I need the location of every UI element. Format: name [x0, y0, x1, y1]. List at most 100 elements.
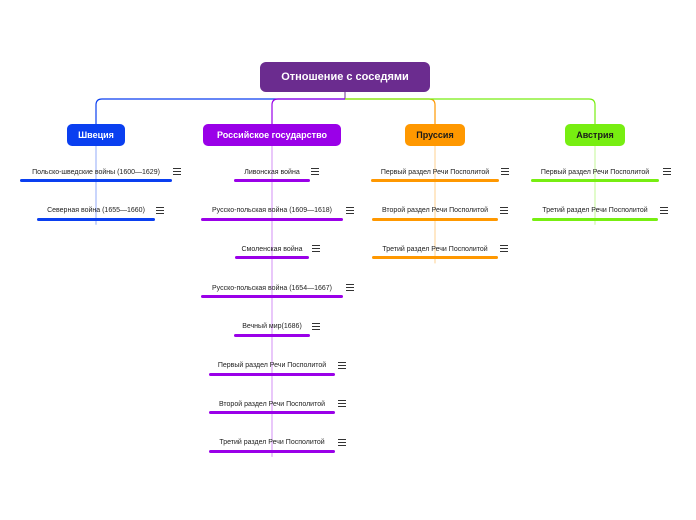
leaf-underline	[372, 256, 498, 260]
menu-icon[interactable]	[338, 438, 346, 446]
menu-icon-bar	[663, 171, 671, 172]
branch-label: Австрия	[576, 130, 614, 140]
leaf-topic-label[interactable]: Третий раздел Речи Посполитой	[382, 245, 488, 253]
leaf-underline	[234, 179, 310, 182]
menu-icon-bar	[338, 406, 346, 408]
leaf-underline	[371, 179, 499, 182]
menu-icon-bar	[173, 171, 181, 172]
menu-icon-bar	[311, 168, 319, 169]
menu-icon-bar	[156, 206, 164, 208]
branch-label: Пруссия	[416, 130, 454, 140]
leaf-topic-label[interactable]: Ливонская война	[244, 168, 300, 176]
menu-icon-bar	[660, 212, 668, 214]
menu-icon-bar	[312, 325, 320, 327]
menu-icon-bar	[338, 364, 346, 366]
menu-icon-bar	[500, 209, 508, 211]
leaf-underline	[37, 217, 155, 221]
menu-icon[interactable]	[312, 322, 320, 330]
leaf-topic-label[interactable]: Первый раздел Речи Посполитой	[380, 168, 490, 176]
menu-icon-bar	[500, 251, 508, 253]
menu-icon-bar	[311, 171, 319, 172]
menu-icon-bar	[312, 251, 320, 253]
leaf-topic-label[interactable]: Русско-польская война (1609—1618)	[211, 207, 332, 215]
menu-icon-bar	[663, 174, 671, 175]
menu-icon-bar	[156, 212, 164, 214]
menu-icon-bar	[501, 174, 509, 175]
menu-icon-bar	[500, 206, 508, 208]
branch-label: Российское государство	[217, 130, 327, 140]
branch-label: Швеция	[78, 130, 114, 140]
leaf-topic-label[interactable]: Вечный мир(1686)	[242, 323, 302, 331]
menu-icon[interactable]	[338, 361, 346, 369]
leaf-topic-label[interactable]: Второй раздел Речи Посполитой	[381, 207, 489, 215]
menu-icon-bar	[312, 328, 320, 330]
menu-icon-bar	[346, 287, 354, 289]
leaf-topic-label[interactable]: Польско-шведские войны (1600—1629)	[32, 168, 160, 176]
branch-node[interactable]: Российское государство	[203, 124, 341, 146]
menu-icon[interactable]	[663, 168, 671, 175]
menu-icon-bar	[346, 206, 354, 208]
menu-icon-bar	[338, 438, 346, 440]
menu-icon-bar	[311, 174, 319, 175]
menu-icon-bar	[173, 168, 181, 169]
menu-icon-bar	[156, 209, 164, 211]
root-label: Отношение с соседями	[281, 71, 409, 83]
menu-icon-bar	[338, 367, 346, 369]
menu-icon-bar	[660, 209, 668, 211]
leaf-topic-label[interactable]: Первый раздел Речи Посполитой	[540, 168, 650, 176]
branch-node[interactable]: Пруссия	[405, 124, 465, 146]
menu-icon-bar	[338, 441, 346, 443]
leaf-underline	[372, 217, 498, 221]
menu-icon-bar	[500, 212, 508, 214]
menu-icon-bar	[338, 400, 346, 402]
leaf-topic-label[interactable]: Северная война (1655—1660)	[47, 207, 145, 215]
menu-icon[interactable]	[156, 206, 164, 214]
menu-icon[interactable]	[501, 168, 509, 175]
menu-icon-bar	[346, 290, 354, 292]
leaf-underline	[531, 179, 659, 182]
leaf-underline	[209, 449, 335, 453]
menu-icon-bar	[312, 245, 320, 247]
branch-connector-line	[345, 98, 436, 124]
menu-icon[interactable]	[500, 206, 508, 214]
leaf-topic-label[interactable]: Русско-польская война (1654—1667)	[211, 284, 332, 292]
menu-icon-bar	[346, 209, 354, 211]
leaf-underline	[209, 411, 335, 415]
leaf-topic-label[interactable]: Смоленская война	[241, 245, 303, 253]
menu-icon-bar	[338, 403, 346, 405]
branch-node[interactable]: Австрия	[565, 124, 625, 146]
menu-icon-bar	[663, 168, 671, 169]
menu-icon-bar	[346, 212, 354, 214]
menu-icon[interactable]	[500, 245, 508, 253]
menu-icon-bar	[312, 322, 320, 324]
leaf-underline	[235, 256, 309, 260]
menu-icon-bar	[173, 174, 181, 175]
leaf-topic-label[interactable]: Второй раздел Речи Посполитой	[218, 400, 326, 408]
menu-icon-bar	[500, 248, 508, 250]
menu-icon[interactable]	[312, 245, 320, 253]
menu-icon[interactable]	[173, 168, 181, 175]
menu-icon-bar	[501, 171, 509, 172]
menu-icon[interactable]	[311, 168, 319, 175]
root-node[interactable]: Отношение с соседями	[260, 62, 430, 92]
menu-icon-bar	[660, 206, 668, 208]
menu-icon[interactable]	[660, 206, 668, 214]
branch-node[interactable]: Швеция	[67, 124, 125, 146]
menu-icon-bar	[338, 361, 346, 363]
menu-icon-bar	[501, 168, 509, 169]
menu-icon[interactable]	[346, 284, 354, 292]
leaf-underline	[234, 333, 310, 337]
leaf-underline	[201, 217, 343, 221]
leaf-underline	[209, 372, 335, 376]
leaf-topic-label[interactable]: Третий раздел Речи Посполитой	[219, 439, 325, 447]
leaf-topic-label[interactable]: Третий раздел Речи Посполитой	[542, 207, 648, 215]
menu-icon-bar	[346, 284, 354, 286]
menu-icon[interactable]	[338, 400, 346, 408]
leaf-topic-label[interactable]: Первый раздел Речи Посполитой	[217, 362, 327, 369]
leaf-underline	[20, 179, 172, 182]
leaf-underline	[532, 217, 658, 221]
menu-icon[interactable]	[346, 206, 354, 214]
branch-connector-line	[271, 98, 345, 124]
branch-connector-line	[95, 98, 345, 124]
branch-connector-line	[345, 98, 596, 124]
